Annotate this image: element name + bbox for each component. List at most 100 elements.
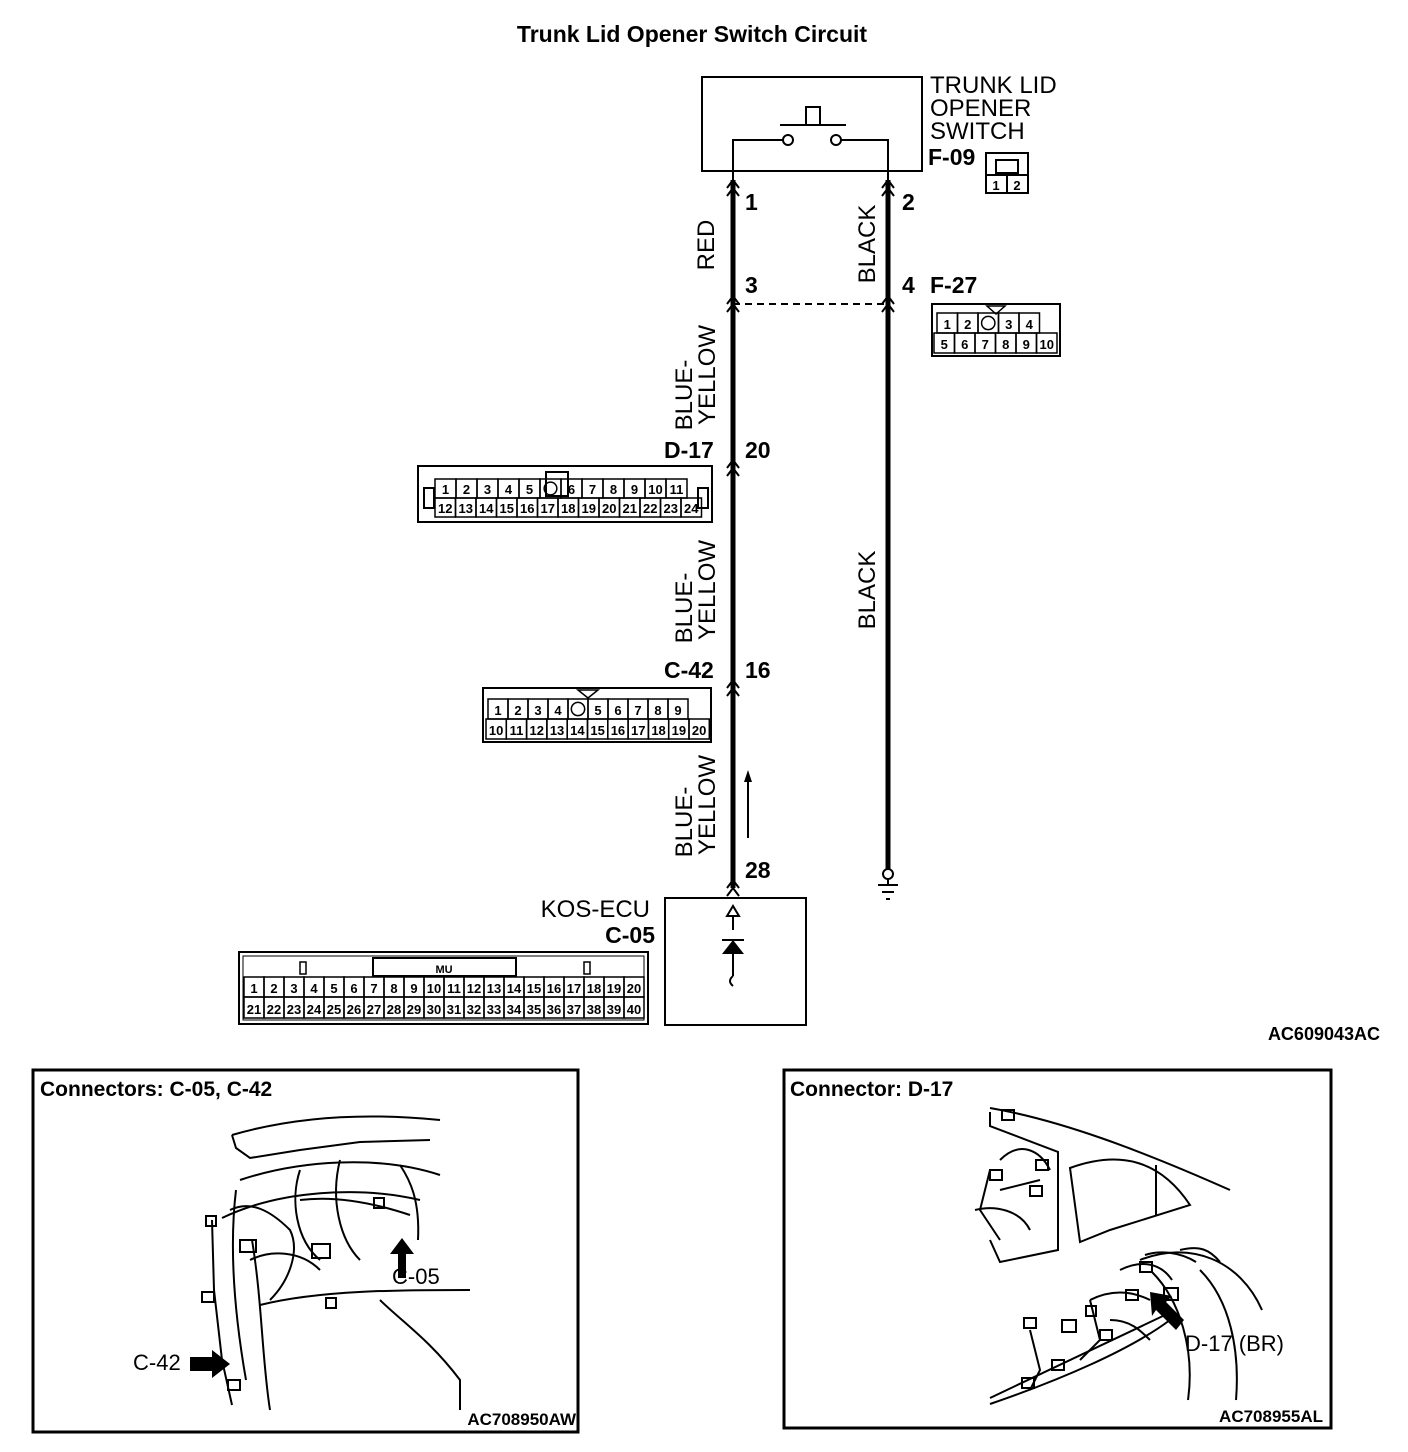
pin-number: 26 xyxy=(347,1002,361,1017)
pin-number: 7 xyxy=(589,482,596,497)
pin-20: 20 xyxy=(745,437,771,463)
inset-right-code: AC708955AL xyxy=(1219,1407,1323,1426)
inset-right-d17-callout: D-17 (BR) xyxy=(1185,1331,1284,1356)
pin-number: 9 xyxy=(631,482,638,497)
c05-callout-arrow xyxy=(390,1238,414,1278)
pin-number: 20 xyxy=(692,723,706,738)
pin-number: 7 xyxy=(634,703,641,718)
f09-connector-icon xyxy=(985,152,1029,194)
switch-label-line-2: OPENER xyxy=(930,95,1031,122)
f27-connector-label: F-27 xyxy=(930,272,977,298)
trunk-lid-opener-switch xyxy=(701,76,923,180)
pin-number: 8 xyxy=(610,482,617,497)
pin-number: 17 xyxy=(541,501,555,516)
d17-connector-label: D-17 xyxy=(664,437,714,463)
pin-number: 10 xyxy=(648,482,662,497)
pin-cell xyxy=(623,996,645,1019)
pin-number: 15 xyxy=(527,981,541,996)
pin-number: 17 xyxy=(631,723,645,738)
pin-number: 3 xyxy=(290,981,297,996)
pin-number: 6 xyxy=(568,482,575,497)
pin-number: 34 xyxy=(507,1002,522,1017)
pin-number: 2 xyxy=(964,317,971,332)
pin-number: 19 xyxy=(607,981,621,996)
pin-key-circle xyxy=(543,481,558,496)
pin-number: 11 xyxy=(447,981,461,996)
d17-callout-arrow xyxy=(1150,1292,1184,1330)
pin-number: 27 xyxy=(367,1002,381,1017)
page-title: Trunk Lid Opener Switch Circuit xyxy=(517,21,867,47)
pin-number: 22 xyxy=(643,501,657,516)
pin-number: 18 xyxy=(587,981,601,996)
pin-number: 13 xyxy=(550,723,564,738)
wire-color-black-lower: BLACK xyxy=(854,551,881,630)
pin-number: 13 xyxy=(459,501,473,516)
pin-number: 4 xyxy=(505,482,513,497)
pin-number: 7 xyxy=(982,337,989,352)
pin-number: 35 xyxy=(527,1002,541,1017)
pin-number: 24 xyxy=(684,501,699,516)
inset-left-code: AC708950AW xyxy=(467,1410,577,1429)
pin-number: 8 xyxy=(654,703,661,718)
switch-label-line-3: SWITCH xyxy=(930,118,1025,145)
pin-number: 24 xyxy=(307,1002,322,1017)
ecu-name: KOS-ECU xyxy=(541,896,650,923)
pin-2: 2 xyxy=(902,189,915,215)
f09-pin-1: 1 xyxy=(992,178,999,193)
f09-pin-2: 2 xyxy=(1013,178,1020,193)
pin-number: 30 xyxy=(427,1002,441,1017)
wire-color-blue-yellow-3a: BLUE- xyxy=(671,787,698,858)
pin-number: 8 xyxy=(390,981,397,996)
pin-number: 1 xyxy=(944,317,951,332)
pin-number: 1 xyxy=(494,703,501,718)
pin-number: 20 xyxy=(602,501,616,516)
wire-color-blue-yellow-1b: YELLOW xyxy=(694,325,721,425)
pin-number: 12 xyxy=(438,501,452,516)
pin-number: 3 xyxy=(534,703,541,718)
c05-connector-label: C-05 xyxy=(605,922,655,948)
pin-4: 4 xyxy=(902,272,915,298)
pin-cell xyxy=(680,497,703,518)
pin-number: 15 xyxy=(590,723,604,738)
pin-number: 18 xyxy=(651,723,665,738)
pin-number: 4 xyxy=(310,981,318,996)
pin-3: 3 xyxy=(745,272,758,298)
pin-number: 5 xyxy=(941,337,948,352)
pin-number: 17 xyxy=(567,981,581,996)
wire-color-black-upper: BLACK xyxy=(854,205,881,284)
pin-number: 36 xyxy=(547,1002,561,1017)
pin-number: 5 xyxy=(594,703,601,718)
pin-number: 18 xyxy=(561,501,575,516)
pin-number: 10 xyxy=(1040,337,1054,352)
pin-16: 16 xyxy=(745,657,771,683)
pin-number: 21 xyxy=(623,501,637,516)
pin-number: 39 xyxy=(607,1002,621,1017)
wire-color-blue-yellow-3b: YELLOW xyxy=(694,755,721,855)
kos-ecu-box xyxy=(664,897,807,1026)
pin-number: 9 xyxy=(674,703,681,718)
vehicle-rear-illustration xyxy=(974,1107,1263,1405)
pin-key-circle xyxy=(980,315,996,331)
pin-number: 23 xyxy=(287,1002,301,1017)
pin-number: 31 xyxy=(447,1002,461,1017)
pin-number: 3 xyxy=(484,482,491,497)
pin-cell xyxy=(1035,332,1058,354)
inset-connectors-c05-c42: Connectors: C-05, C-42 xyxy=(31,1068,580,1434)
pin-number: 12 xyxy=(467,981,481,996)
ground-symbol xyxy=(878,868,898,900)
pin-number: 5 xyxy=(330,981,337,996)
pin-number: 14 xyxy=(570,723,585,738)
pin-number: 11 xyxy=(670,482,684,497)
inset-left-title: Connectors: C-05, C-42 xyxy=(40,1078,272,1101)
pin-number: 2 xyxy=(270,981,277,996)
pin-28: 28 xyxy=(745,857,771,883)
pin-number: 12 xyxy=(530,723,544,738)
pin-number: 10 xyxy=(427,981,441,996)
inset-left-c05-callout: C-05 xyxy=(392,1264,440,1289)
signal-direction-arrow xyxy=(744,770,752,838)
pin-number: 6 xyxy=(614,703,621,718)
